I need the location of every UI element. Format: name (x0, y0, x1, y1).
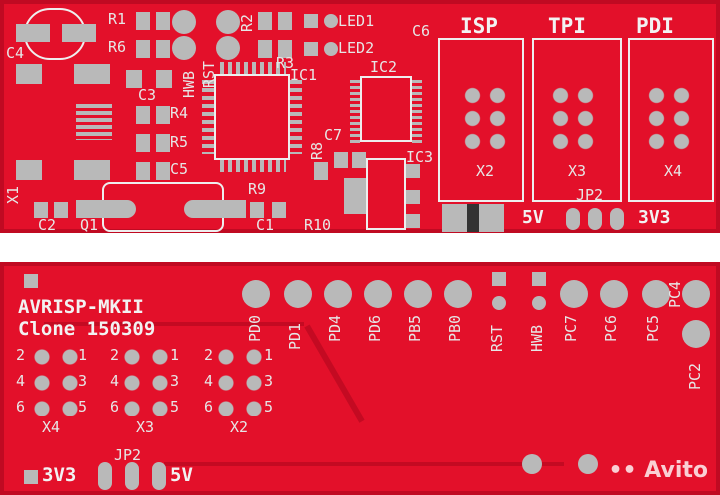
label-x2: X2 (476, 162, 495, 180)
label-pd0: PD0 (246, 314, 264, 342)
label-led1: LED1 (338, 12, 375, 30)
label-3v3: 3V3 (42, 464, 77, 486)
label-isp: ISP (460, 14, 498, 38)
label-c7: C7 (324, 126, 343, 144)
label-x4: X4 (664, 162, 683, 180)
label-5v: 5V (522, 207, 544, 228)
label-r4: R4 (170, 104, 189, 122)
label-tpi: TPI (548, 14, 586, 38)
label-r9: R9 (248, 180, 267, 198)
label-x1: X1 (4, 185, 22, 204)
x2-header (212, 344, 262, 416)
board-title: AVRISP-MKII (18, 296, 144, 318)
label-c2: C2 (38, 216, 57, 234)
tpi-pins (548, 84, 598, 154)
avito-watermark: •• Avito (608, 458, 708, 483)
pin-number: 3 (78, 372, 88, 390)
pin-number: 1 (170, 346, 180, 364)
pin-number: 2 (204, 346, 214, 364)
label-pd4: PD4 (326, 314, 344, 342)
board-version: Clone 150309 (18, 318, 156, 340)
ic1-outline (214, 74, 290, 160)
label-x2: X2 (230, 418, 249, 436)
label-pc5: PC5 (644, 314, 662, 342)
pin-number: 1 (78, 346, 88, 364)
label-pb5: PB5 (406, 314, 424, 342)
label-jp2: JP2 (576, 186, 604, 204)
label-ic3: IC3 (406, 148, 434, 166)
label-r2: R2 (238, 13, 256, 32)
pin-number: 6 (204, 398, 214, 416)
label-pb0: PB0 (446, 314, 464, 342)
x4-connector (628, 38, 714, 202)
label-led2: LED2 (338, 39, 375, 57)
label-x3: X3 (568, 162, 587, 180)
pin-number: 4 (204, 372, 214, 390)
label-hwb: HWB (180, 70, 198, 98)
label-pc6: PC6 (602, 314, 620, 342)
ic2-outline (360, 76, 412, 142)
label-c6: C6 (412, 22, 431, 40)
pin-number: 6 (110, 398, 120, 416)
label-r3: R3 (276, 54, 295, 72)
pin-number: 4 (110, 372, 120, 390)
watermark-text: Avito (644, 458, 708, 483)
crystal-pad (76, 200, 136, 218)
x2-connector (438, 38, 524, 202)
label-pd6: PD6 (366, 314, 384, 342)
x4-header (28, 344, 78, 416)
jumper-pad (98, 462, 112, 490)
label-r6: R6 (108, 38, 127, 56)
label-ic2: IC2 (370, 58, 398, 76)
x3-connector (532, 38, 622, 202)
label-rst: RST (488, 324, 506, 352)
x3-header (118, 344, 168, 416)
pin-number: 4 (16, 372, 26, 390)
pin-number: 2 (110, 346, 120, 364)
pin-number: 5 (264, 398, 274, 416)
label-pc4: PC4 (666, 280, 684, 308)
pin-number: 6 (16, 398, 26, 416)
label-c3: C3 (138, 86, 157, 104)
label-r1: R1 (108, 10, 127, 28)
pin-number: 1 (264, 346, 274, 364)
pin-number: 3 (170, 372, 180, 390)
pin-number: 5 (78, 398, 88, 416)
label-pc2: PC2 (686, 362, 704, 390)
label-jp2: JP2 (114, 446, 142, 464)
label-c4: C4 (6, 44, 25, 62)
label-r10: R10 (304, 216, 332, 234)
pcb-top-view: R1 R6 R2 LED1 LED2 C4 R3 IC1 IC2 C6 ISP … (0, 0, 720, 233)
label-5v: 5V (170, 464, 193, 486)
pin-number: 5 (170, 398, 180, 416)
label-c1: C1 (256, 216, 275, 234)
label-q1: Q1 (80, 216, 99, 234)
label-3v3: 3V3 (638, 207, 671, 228)
pin-header (172, 10, 196, 34)
jumper-pad (442, 204, 504, 232)
label-x4: X4 (42, 418, 61, 436)
pin-number: 3 (264, 372, 274, 390)
isp-pins (460, 84, 510, 154)
label-rst: RST (200, 60, 218, 88)
ic3-outline (366, 158, 406, 230)
label-ic1: IC1 (290, 66, 318, 84)
label-pc7: PC7 (562, 314, 580, 342)
pcb-bottom-view: AVRISP-MKII Clone 150309 2 1 4 3 6 5 2 1… (0, 262, 720, 495)
label-pdi: PDI (636, 14, 674, 38)
label-c5: C5 (170, 160, 189, 178)
label-hwb: HWB (528, 324, 546, 352)
label-r8: R8 (308, 141, 326, 160)
label-pd1: PD1 (286, 322, 304, 350)
label-r5: R5 (170, 133, 189, 151)
pin-number: 2 (16, 346, 26, 364)
pdi-pins (644, 84, 694, 154)
label-x3: X3 (136, 418, 155, 436)
